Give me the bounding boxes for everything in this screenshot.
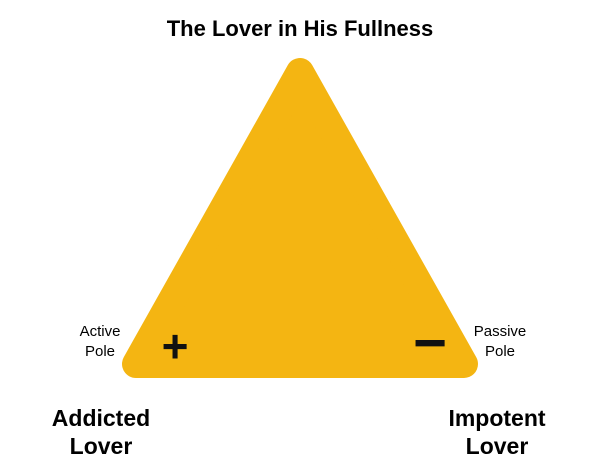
passive-pole-label: Passive Pole	[473, 323, 527, 360]
diagram-title: The Lover in His Fullness	[166, 16, 434, 41]
addicted-lover-label: Addicted Lover	[51, 405, 151, 459]
impotent-lover-label: Impotent Lover	[448, 405, 546, 459]
active-pole-label: Active Pole	[79, 323, 121, 360]
plus-icon: +	[161, 320, 189, 373]
triangle-shape	[122, 58, 478, 378]
minus-icon: −	[413, 310, 447, 376]
